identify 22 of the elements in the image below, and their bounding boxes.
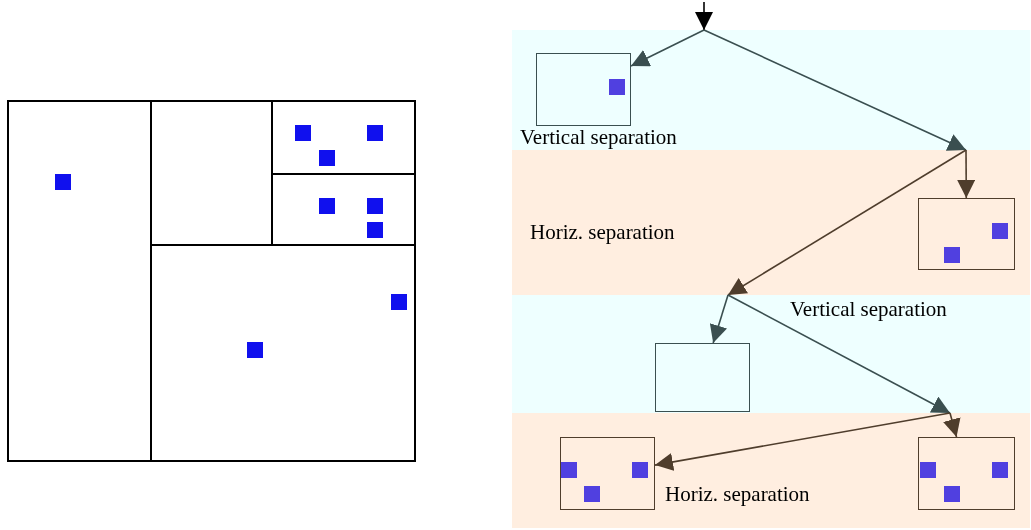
arrow [943, 412, 961, 438]
separation-band [512, 150, 1030, 295]
arrow [957, 149, 976, 199]
separation-band [512, 295, 1030, 413]
arrow [727, 294, 951, 414]
band-label: Vertical separation [790, 297, 947, 321]
cell-box [918, 198, 1015, 270]
band-label: Horiz. separation [530, 220, 675, 244]
arrow [709, 294, 729, 344]
cell-box [560, 437, 655, 510]
cell-box [655, 343, 750, 412]
band-label: Vertical separation [520, 125, 677, 149]
arrow [727, 149, 967, 296]
separation-band [512, 30, 1030, 150]
arrow [695, 1, 713, 31]
cell-box [918, 437, 1015, 510]
arrow [703, 29, 967, 151]
cell-box [536, 53, 631, 126]
separation-band [512, 413, 1030, 528]
arrow [654, 412, 951, 471]
arrow [630, 29, 705, 67]
band-label: Horiz. separation [665, 482, 810, 506]
